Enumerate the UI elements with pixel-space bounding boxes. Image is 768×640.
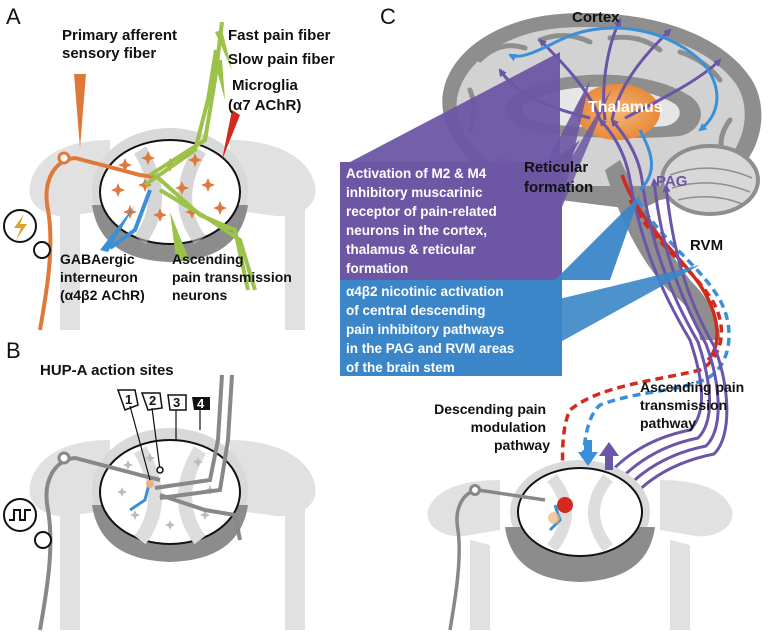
pag-label: PAG — [656, 173, 687, 190]
lightning-stimulus-icon — [3, 209, 51, 259]
nicotinic-callout — [555, 195, 700, 345]
pain-fibers — [143, 21, 257, 291]
primary-afferent-label: Primary afferent sensory fiber — [62, 27, 181, 62]
fast-pain-pointer — [215, 30, 232, 70]
nicotinic-box — [340, 280, 562, 376]
orange-site-b — [146, 480, 154, 488]
thalamus-label: Thalamus — [588, 99, 663, 116]
microglia-label: Microglia (α7 AChR) — [228, 77, 302, 114]
panel-a-letter: A — [6, 4, 21, 29]
site-1: 1 — [125, 392, 132, 407]
descending-pathway-lines — [560, 174, 731, 504]
afferent-soma-b — [57, 451, 71, 465]
red-terminal-dot — [557, 497, 573, 513]
direction-arrows — [578, 440, 619, 470]
gaba-pointer — [100, 205, 135, 252]
slow-pain-label: Slow pain fiber — [228, 51, 335, 68]
primary-afferent-pointer — [74, 74, 86, 148]
blue-brain-pathways — [508, 26, 719, 192]
slow-pain-pointer — [214, 60, 225, 100]
site-3: 3 — [173, 395, 180, 410]
nicotinic-text: α4β2 nicotinic activation of central des… — [346, 284, 518, 375]
ascending-pointer — [170, 212, 190, 262]
gabaergic-label: GABAergic interneuron (α4β2 AChR) — [60, 251, 145, 303]
fast-pain-label: Fast pain fiber — [228, 27, 331, 44]
afferent-soma — [57, 151, 71, 165]
descending-label: Descending pain modulation pathway — [434, 401, 550, 453]
panel-a: A — [3, 4, 335, 331]
square-wave-stimulus-icon — [3, 498, 52, 549]
ascending-label: Ascending pain transmission pathway — [640, 379, 748, 431]
muscarinic-text: Activation of M2 & M4 inhibitory muscari… — [346, 166, 501, 276]
panel-b: B HUP-A action sites — [3, 338, 316, 631]
ascending-neurons-label: Ascending pain transmission neurons — [172, 251, 296, 303]
panel-c-letter: C — [380, 4, 396, 29]
hup-a-title: HUP-A action sites — [40, 362, 174, 379]
panel-c: C — [340, 4, 762, 631]
spinal-section-c — [427, 460, 733, 631]
site-2: 2 — [149, 393, 156, 408]
action-site-flags — [116, 389, 210, 481]
cortex-label: Cortex — [572, 9, 620, 26]
site-4: 4 — [197, 396, 205, 411]
rvm-label: RVM — [690, 237, 723, 254]
panel-b-letter: B — [6, 338, 21, 363]
vertebra-a — [29, 128, 316, 330]
reticular-label: Reticular formation — [524, 159, 593, 196]
muscarinic-box — [340, 162, 562, 280]
microglia-pointer — [222, 110, 240, 160]
gabaergic-interneuron — [108, 189, 152, 250]
